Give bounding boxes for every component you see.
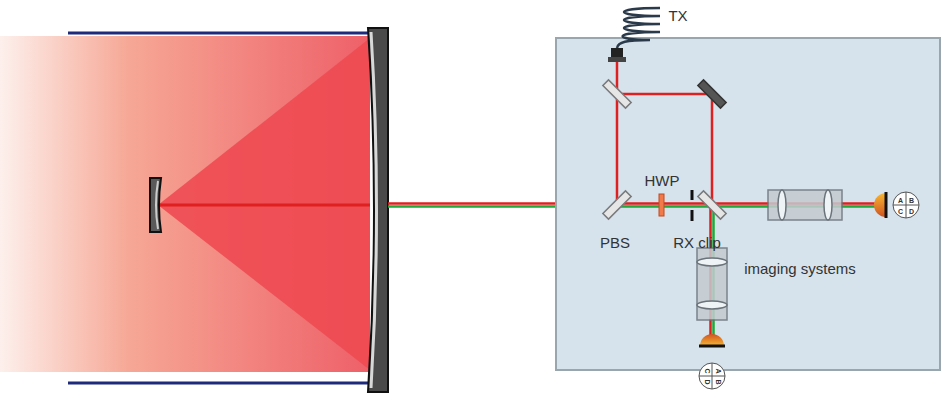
quadrant-letter: A [898, 196, 903, 203]
quadrant-diagram [699, 363, 725, 389]
fiber-connector [608, 57, 626, 62]
component-label: PBS [600, 235, 630, 250]
detector [700, 334, 724, 346]
quadrant-letter: B [909, 196, 914, 203]
rx-clip [691, 210, 694, 221]
tx-beam [711, 94, 714, 203]
mirror-surface [156, 181, 158, 229]
rx-clip [691, 190, 694, 200]
transmitter-label: TX [668, 8, 687, 23]
quadrant-letter: C [703, 368, 710, 373]
tx-beam [616, 62, 619, 203]
lens [697, 258, 727, 266]
component-label: RX clip [673, 235, 721, 250]
light-cone [158, 38, 370, 370]
quadrant-letter: C [898, 207, 903, 214]
tube-wall [68, 32, 372, 35]
secondary-mirror [150, 178, 161, 232]
fold-mirror [603, 80, 631, 108]
lens [824, 190, 832, 220]
quadrant-divider [712, 363, 713, 389]
polarizing-beam-splitter [603, 191, 631, 219]
fiber-connector [611, 48, 623, 58]
fiber-coil [617, 8, 660, 48]
laser-beam [160, 204, 370, 207]
imaging-tube [768, 190, 842, 220]
tube-wall [68, 382, 372, 385]
group-label: imaging systems [744, 261, 856, 276]
beam-splitter [698, 191, 726, 219]
primary-mirror [368, 28, 388, 392]
light-field [0, 36, 370, 372]
imaging-tube [697, 248, 727, 320]
quadrant-divider [906, 192, 907, 218]
tx-beam [617, 93, 712, 96]
fold-mirror [698, 80, 726, 108]
quadrant-letter: D [703, 379, 710, 384]
quadrant-diagram [893, 192, 919, 218]
quadrant-letter: D [909, 207, 914, 214]
optical-bench [556, 38, 940, 370]
detector [874, 193, 886, 217]
lens [697, 301, 727, 309]
mirror-surface [371, 32, 377, 388]
quadrant-letter: B [714, 379, 721, 384]
component-label: HWP [645, 173, 680, 188]
half-wave-plate [659, 194, 664, 216]
detector-back [885, 192, 888, 218]
detector-back [699, 345, 725, 348]
quadrant-letter: A [714, 368, 721, 373]
lens [778, 190, 786, 220]
